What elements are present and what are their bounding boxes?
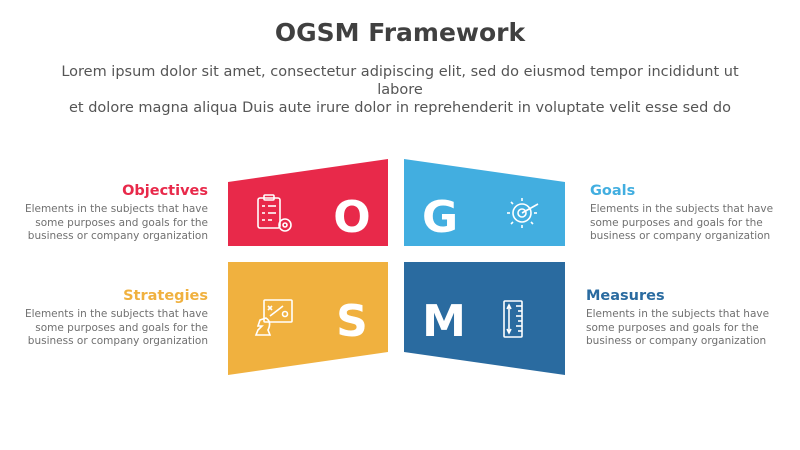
target-arrow-icon [507,198,539,228]
strategies-label: Strategies Elements in the subjects that… [8,288,208,349]
goals-label: Goals Elements in the subjects that have… [590,183,790,244]
measures-description: Elements in the subjects that have some … [586,308,786,349]
measures-label: Measures Elements in the subjects that h… [586,288,786,349]
objectives-description: Elements in the subjects that have some … [8,203,208,244]
goals-desc-line: business or company organization [590,230,771,242]
ruler-measure-icon [503,300,523,338]
goals-desc-line: Elements in the subjects that have [590,203,774,215]
objectives-heading: Objectives [122,183,208,199]
measures-desc-line: some purposes and goals for the [586,321,759,334]
measures-panel [404,262,565,375]
objectives-letter: O [333,192,370,243]
strategies-block: S [228,262,388,375]
objectives-block: O [228,159,388,246]
page-title: OGSM Framework [274,18,526,47]
strategies-desc-line: Elements in the subjects that have [24,308,208,320]
measures-heading: Measures [586,288,665,304]
measures-desc-line: business or company organization [586,335,767,347]
strategies-desc-line: some purposes and goals for the [35,321,208,334]
clipboard-target-icon [257,194,292,232]
strategies-heading: Strategies [123,288,208,304]
objectives-desc-line: some purposes and goals for the [35,216,208,229]
page-subtitle: Lorem ipsum dolor sit amet, consectetur … [40,63,760,117]
strategies-desc-line: business or company organization [27,335,208,347]
strategies-letter: S [336,296,368,347]
measures-block: M [404,262,565,375]
subtitle-line-1: Lorem ipsum dolor sit amet, consectetur … [61,64,739,98]
objectives-label: Objectives Elements in the subjects that… [8,183,208,244]
goals-panel [404,159,565,246]
goals-block: G [404,159,565,246]
goals-heading: Goals [590,183,636,199]
measures-letter: M [422,296,466,347]
goals-desc-line: some purposes and goals for the [590,216,763,229]
objectives-panel [228,159,388,246]
goals-letter: G [422,192,458,243]
strategies-panel [228,262,388,375]
objectives-desc-line: Elements in the subjects that have [24,203,208,215]
subtitle-line-2: et dolore magna aliqua Duis aute irure d… [69,100,731,116]
objectives-desc-line: business or company organization [27,230,208,242]
chess-strategy-board-icon [254,299,293,336]
goals-description: Elements in the subjects that have some … [590,203,790,244]
measures-desc-line: Elements in the subjects that have [586,308,770,320]
strategies-description: Elements in the subjects that have some … [8,308,208,349]
